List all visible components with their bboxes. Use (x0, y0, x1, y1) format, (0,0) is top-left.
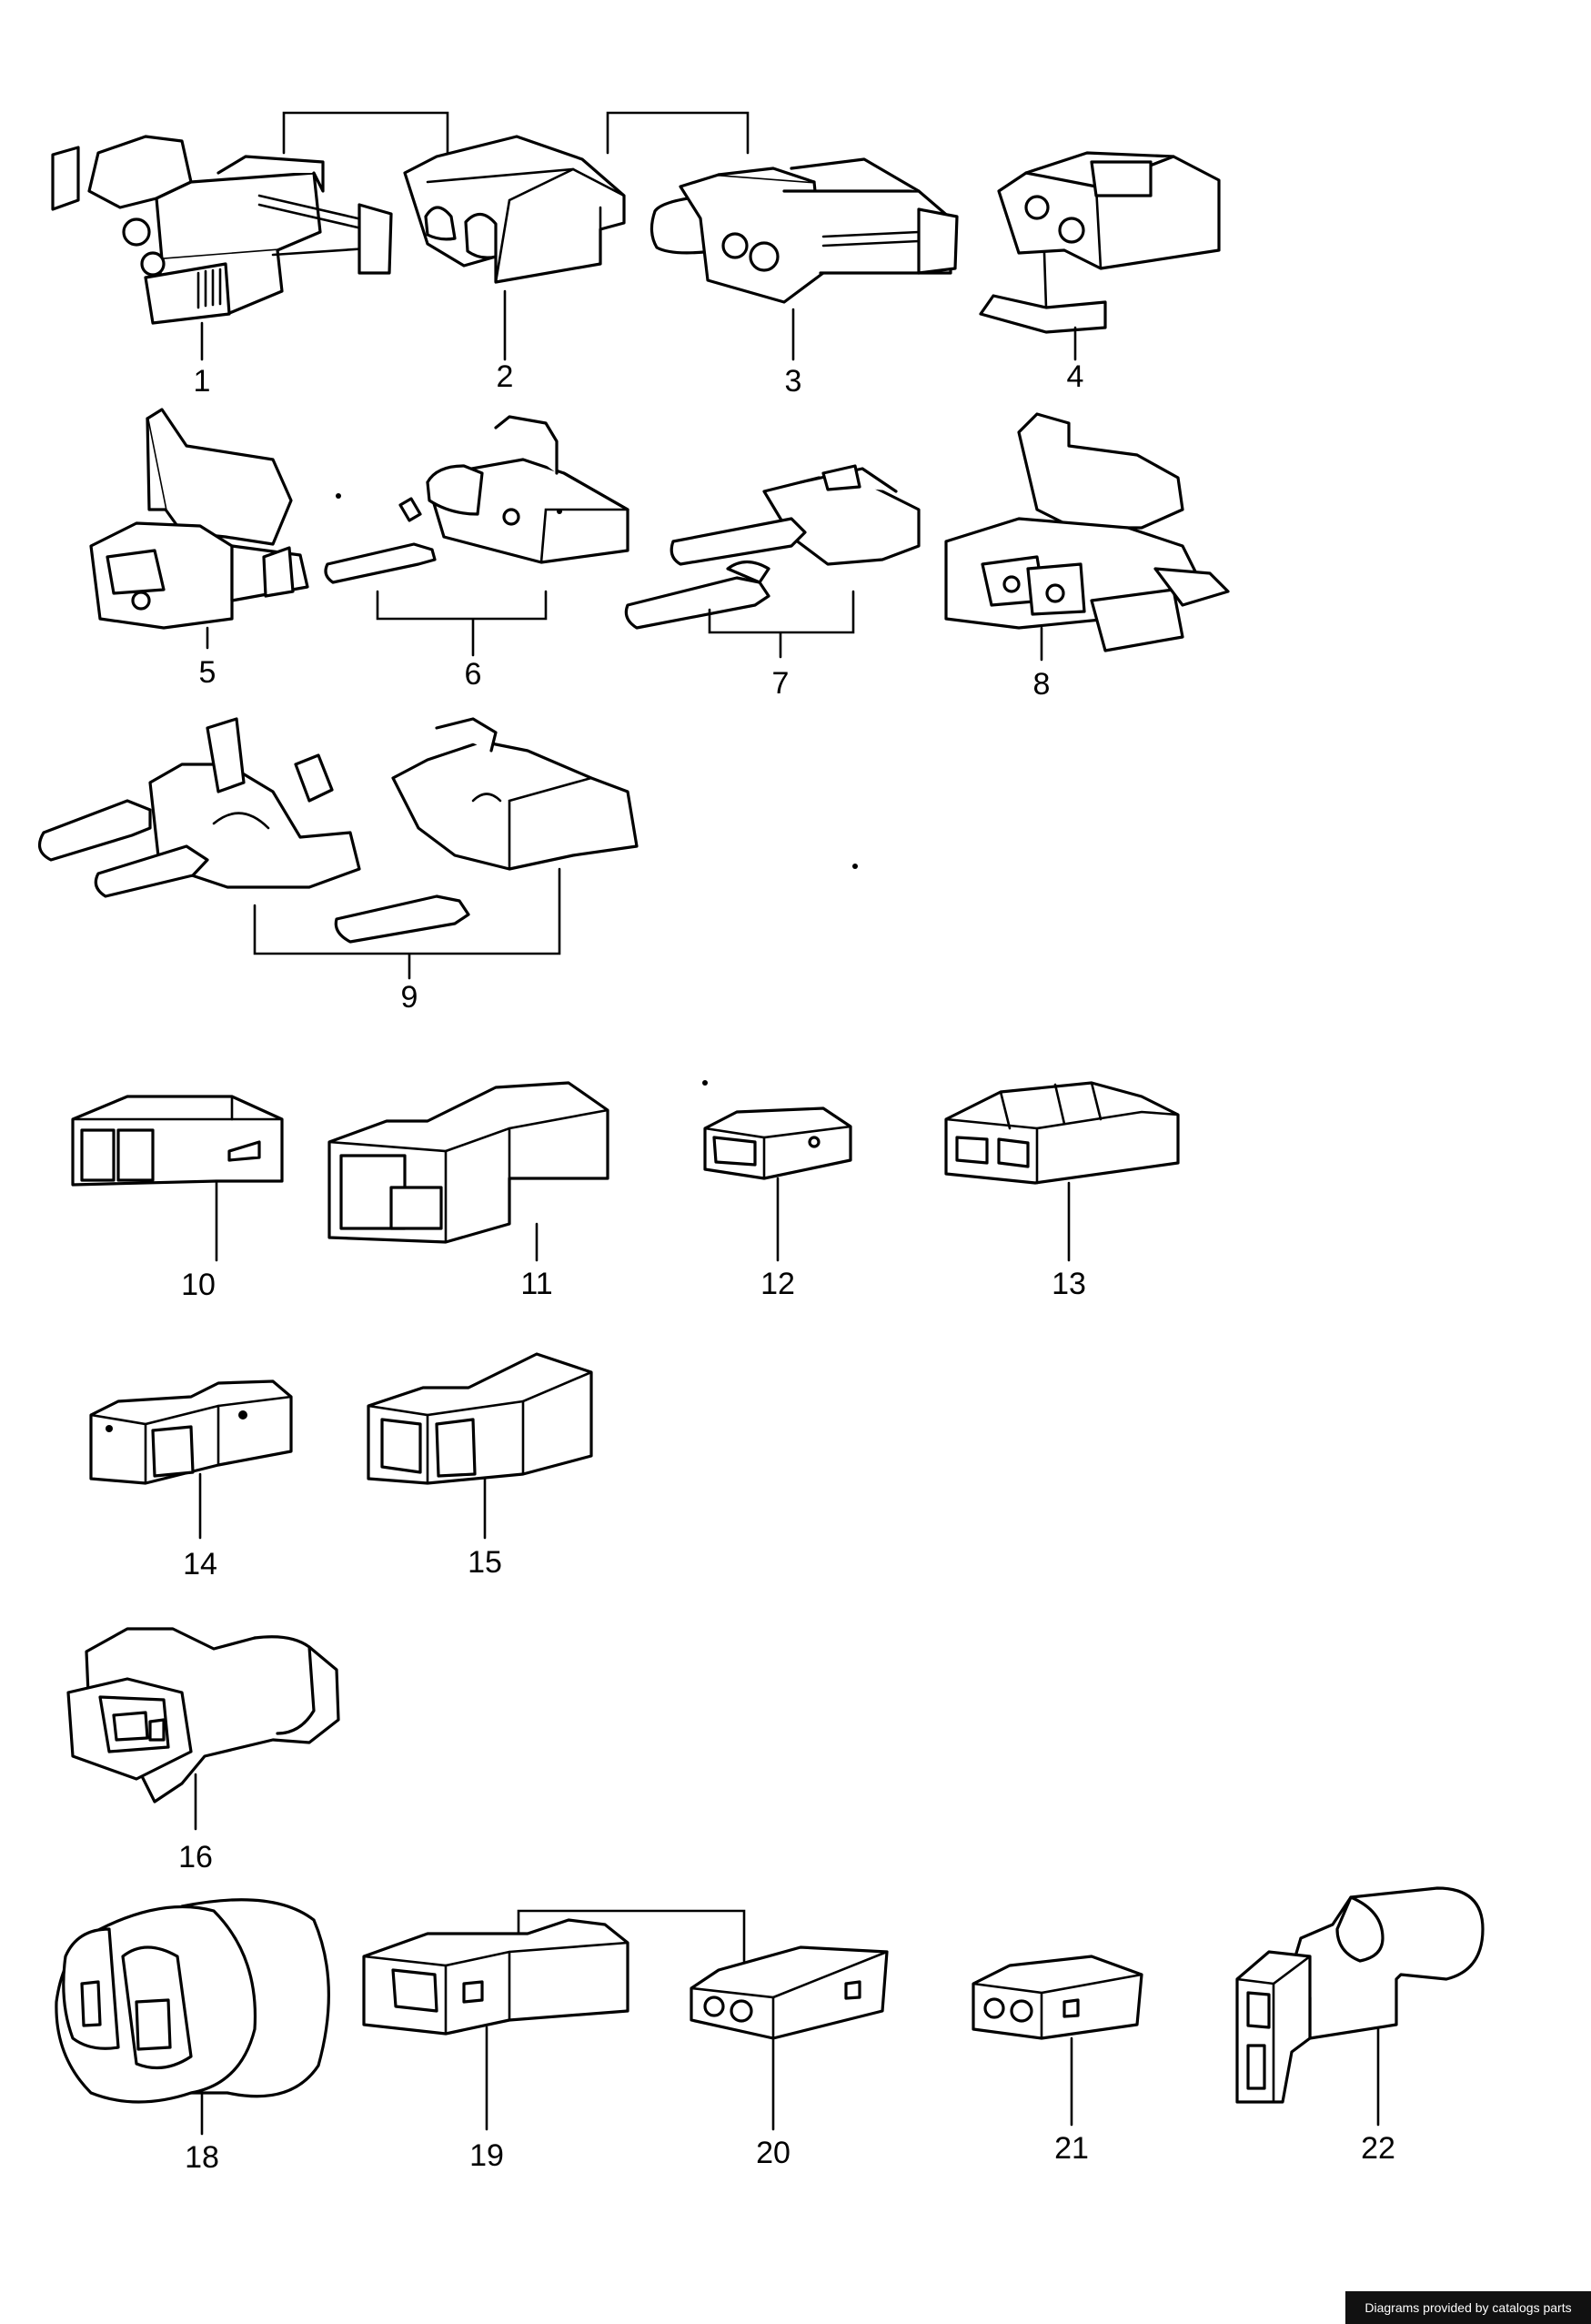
part-6-pin-housing (324, 415, 629, 584)
callout-14: 14 (183, 1547, 217, 1581)
callout-8: 8 (1033, 667, 1051, 702)
part-5-connector (89, 408, 309, 630)
credit-badge: Diagrams provided by catalogs parts (1345, 2291, 1591, 2324)
callout-3: 3 (785, 364, 802, 399)
scan-specks (336, 493, 858, 1086)
part-4-housing (979, 151, 1221, 334)
part-22-connector (1235, 1886, 1485, 2104)
part-16-connector (66, 1627, 340, 1804)
callout-2: 2 (497, 359, 514, 394)
bracket-6 (376, 590, 548, 657)
part-9-pins-housings (37, 717, 639, 944)
callout-9: 9 (401, 980, 418, 1015)
part-2-cover (403, 135, 626, 284)
part-20-connector (690, 1945, 889, 2040)
callout-6: 6 (465, 657, 482, 692)
group-bracket-1-3 (282, 111, 750, 155)
callout-16: 16 (178, 1840, 213, 1874)
callout-18: 18 (185, 2140, 219, 2175)
part-13-connector (944, 1081, 1180, 1185)
part-3-plug (649, 157, 959, 304)
callout-19: 19 (469, 2138, 504, 2173)
part-1-connector (51, 135, 393, 325)
part-10-connector (71, 1095, 284, 1187)
callout-4: 4 (1067, 359, 1084, 394)
part-12-connector (703, 1106, 852, 1180)
callout-15: 15 (468, 1545, 502, 1580)
part-11-connector (327, 1081, 609, 1244)
part-15-connector (367, 1352, 593, 1485)
callout-22: 22 (1361, 2131, 1395, 2166)
part-14-connector (89, 1379, 293, 1485)
callout-7: 7 (772, 666, 790, 701)
callout-10: 10 (181, 1268, 216, 1302)
callout-5: 5 (199, 655, 216, 690)
part-8-housing (944, 412, 1230, 652)
bracket-9 (253, 867, 561, 980)
part-18-connector (55, 1898, 330, 2104)
part-21-connector (972, 1955, 1143, 2040)
bracket-7 (708, 590, 855, 659)
callout-20: 20 (756, 2136, 790, 2170)
part-7-pins-housing (624, 464, 921, 630)
leader-lines (194, 289, 1380, 2136)
callout-numbers: 1 2 3 4 5 6 7 8 9 10 11 12 13 14 15 16 1… (178, 359, 1395, 2175)
callout-11: 11 (520, 1267, 552, 1301)
callout-13: 13 (1052, 1267, 1086, 1301)
callout-12: 12 (760, 1267, 795, 1301)
callout-1: 1 (194, 364, 211, 399)
callout-21: 21 (1054, 2131, 1089, 2166)
part-19-connector (362, 1918, 629, 2036)
